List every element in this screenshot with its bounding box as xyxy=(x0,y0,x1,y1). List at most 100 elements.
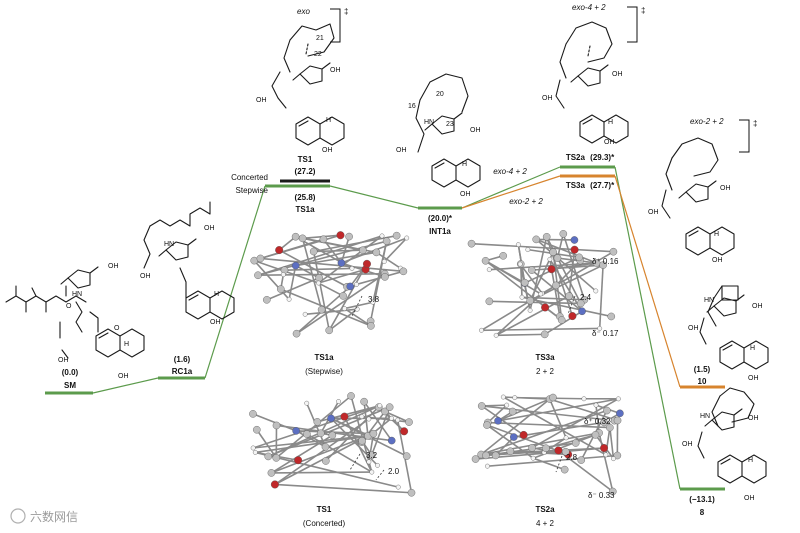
carbon-atom xyxy=(310,248,317,255)
carbon-atom xyxy=(277,285,284,292)
sm-h: H xyxy=(124,341,129,348)
sm-o-ketone: O xyxy=(114,325,120,332)
hydrogen-atom xyxy=(526,247,530,251)
hydrogen-atom xyxy=(305,401,309,405)
hydrogen-atom xyxy=(501,395,505,399)
ts3a-h: H xyxy=(714,231,719,238)
carbon-atom xyxy=(507,448,514,455)
carbon-atom xyxy=(393,232,400,239)
ts1-atom-22: 22 xyxy=(314,51,322,58)
oxygen-atom xyxy=(294,456,302,464)
carbon-atom xyxy=(405,418,412,425)
bond-stick xyxy=(536,239,574,240)
hydrogen-atom xyxy=(516,242,520,246)
carbon-atom xyxy=(408,489,415,496)
dagger-ts3a: ‡ xyxy=(753,119,757,128)
dagger-ts1: ‡ xyxy=(344,7,348,16)
carbon-atom xyxy=(273,422,280,429)
carbon-atom xyxy=(578,456,585,463)
label-10: 10 xyxy=(698,377,707,386)
int1a-oh-side: OH xyxy=(396,147,407,154)
geo-ts3a-distance: 2.4 xyxy=(580,293,592,302)
hydrogen-atom xyxy=(251,446,255,450)
hydrogen-atom xyxy=(513,395,517,399)
structure-ts3a: OH OH H OH xyxy=(648,138,734,264)
ts3a-oh-top: OH xyxy=(720,185,731,192)
carbon-atom xyxy=(292,233,299,240)
carbon-atom xyxy=(528,444,535,451)
ts1-oh-top: OH xyxy=(330,67,341,74)
structure-sm: HN OH O O OH H OH xyxy=(6,263,144,380)
ts2a-h: H xyxy=(608,119,613,126)
watermark-logo-icon xyxy=(11,509,25,523)
carbon-atom xyxy=(482,452,489,459)
carbon-atom xyxy=(340,292,347,299)
label-int1a: INT1a xyxy=(429,227,451,236)
p8-h: H xyxy=(748,457,753,464)
bond-stick xyxy=(329,309,357,330)
carbon-atom xyxy=(521,279,528,286)
p8-oh-bottom: OH xyxy=(744,495,755,502)
carbon-atom xyxy=(314,418,321,425)
bond-stick xyxy=(341,237,349,263)
hydrogen-atom xyxy=(616,397,620,401)
carbon-atom xyxy=(482,257,489,264)
oxygen-atom xyxy=(400,427,408,435)
hydrogen-atom xyxy=(479,328,483,332)
geo-ts1-dash2 xyxy=(376,470,384,480)
bond-stick xyxy=(600,265,603,328)
energy-int1a: (20.0)* xyxy=(428,214,453,223)
carbon-atom xyxy=(373,249,380,256)
nitrogen-atom xyxy=(510,433,517,440)
carbon-atom xyxy=(273,454,280,461)
hydrogen-atom xyxy=(396,485,400,489)
int1a-atom-23: 23 xyxy=(446,121,454,128)
bond-stick xyxy=(496,334,545,335)
carbon-atom xyxy=(386,404,393,411)
geo-ts2a-name: TS2a xyxy=(535,505,555,514)
carbon-atom xyxy=(486,298,493,305)
carbon-atom xyxy=(254,272,261,279)
energy-8: (−13.1) xyxy=(689,495,715,504)
carbon-atom xyxy=(610,248,617,255)
carbon-atom xyxy=(329,432,336,439)
carbon-atom xyxy=(592,431,599,438)
carbon-atom xyxy=(500,252,507,259)
hydrogen-atom xyxy=(395,418,399,422)
bracket-ts2a xyxy=(627,7,637,42)
hydrogen-atom xyxy=(281,272,285,276)
geo-ts1a-distance: 3.8 xyxy=(368,295,380,304)
oxygen-atom xyxy=(337,231,345,239)
oxygen-atom xyxy=(363,260,371,268)
geo-ts1a-name: TS1a xyxy=(314,353,334,362)
hydrogen-atom xyxy=(380,234,384,238)
geo-ts2a-charge-top: δ⁺ 0.32 xyxy=(584,417,611,426)
p10-h: H xyxy=(750,345,755,352)
nitrogen-atom xyxy=(388,437,395,444)
carbon-atom xyxy=(576,254,583,261)
carbon-atom xyxy=(299,235,306,242)
nitrogen-atom xyxy=(347,283,354,290)
hydrogen-atom xyxy=(382,259,386,263)
carbon-atom xyxy=(367,322,374,329)
hydrogen-atom xyxy=(548,257,552,261)
oxygen-atom xyxy=(275,246,283,254)
label-sm: SM xyxy=(64,381,76,390)
carbon-atom xyxy=(316,274,323,281)
structure-8: HN OH OH H OH xyxy=(682,388,766,502)
carbon-atom xyxy=(358,437,365,444)
geometry-ts1 xyxy=(249,392,415,496)
carbon-atom xyxy=(318,306,325,313)
hydrogen-atom xyxy=(355,307,359,311)
sm-oh-side: OH xyxy=(58,357,69,364)
rc1a-h: H xyxy=(214,291,219,298)
oxygen-atom xyxy=(555,447,563,455)
label-8: 8 xyxy=(700,508,705,517)
label-ts1: TS1 xyxy=(298,155,313,164)
bond-stick xyxy=(271,472,371,473)
label-ts1a: TS1a xyxy=(295,205,315,214)
geo-ts1-note: (Concerted) xyxy=(303,519,346,528)
carbon-atom xyxy=(533,236,540,243)
ts2a-oh-side: OH xyxy=(542,95,553,102)
